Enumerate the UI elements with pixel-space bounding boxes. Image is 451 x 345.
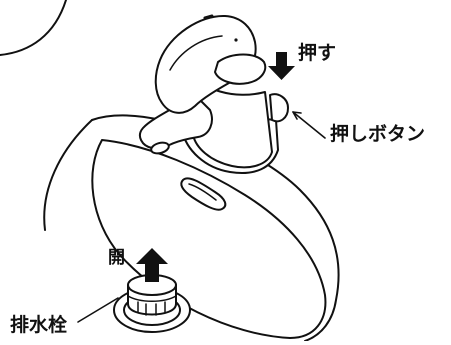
push-label: 押す [298, 42, 337, 64]
basin-rim-back [43, 119, 93, 231]
overflow-slot [180, 177, 227, 211]
drain-leader [77, 297, 119, 323]
spout-outlet [150, 141, 170, 155]
basin-inner-bowl [91, 139, 327, 339]
drain-plug-label: 排水栓 [10, 314, 68, 336]
push-button-leader [292, 111, 326, 139]
open-up-arrow [136, 248, 168, 282]
push-down-arrow [268, 52, 295, 80]
push-button-label: 押しボタン [330, 123, 426, 145]
mirror-edge [0, 0, 67, 56]
handle-cap [214, 53, 267, 85]
open-label: 開 [108, 248, 125, 268]
push-button [269, 93, 289, 123]
